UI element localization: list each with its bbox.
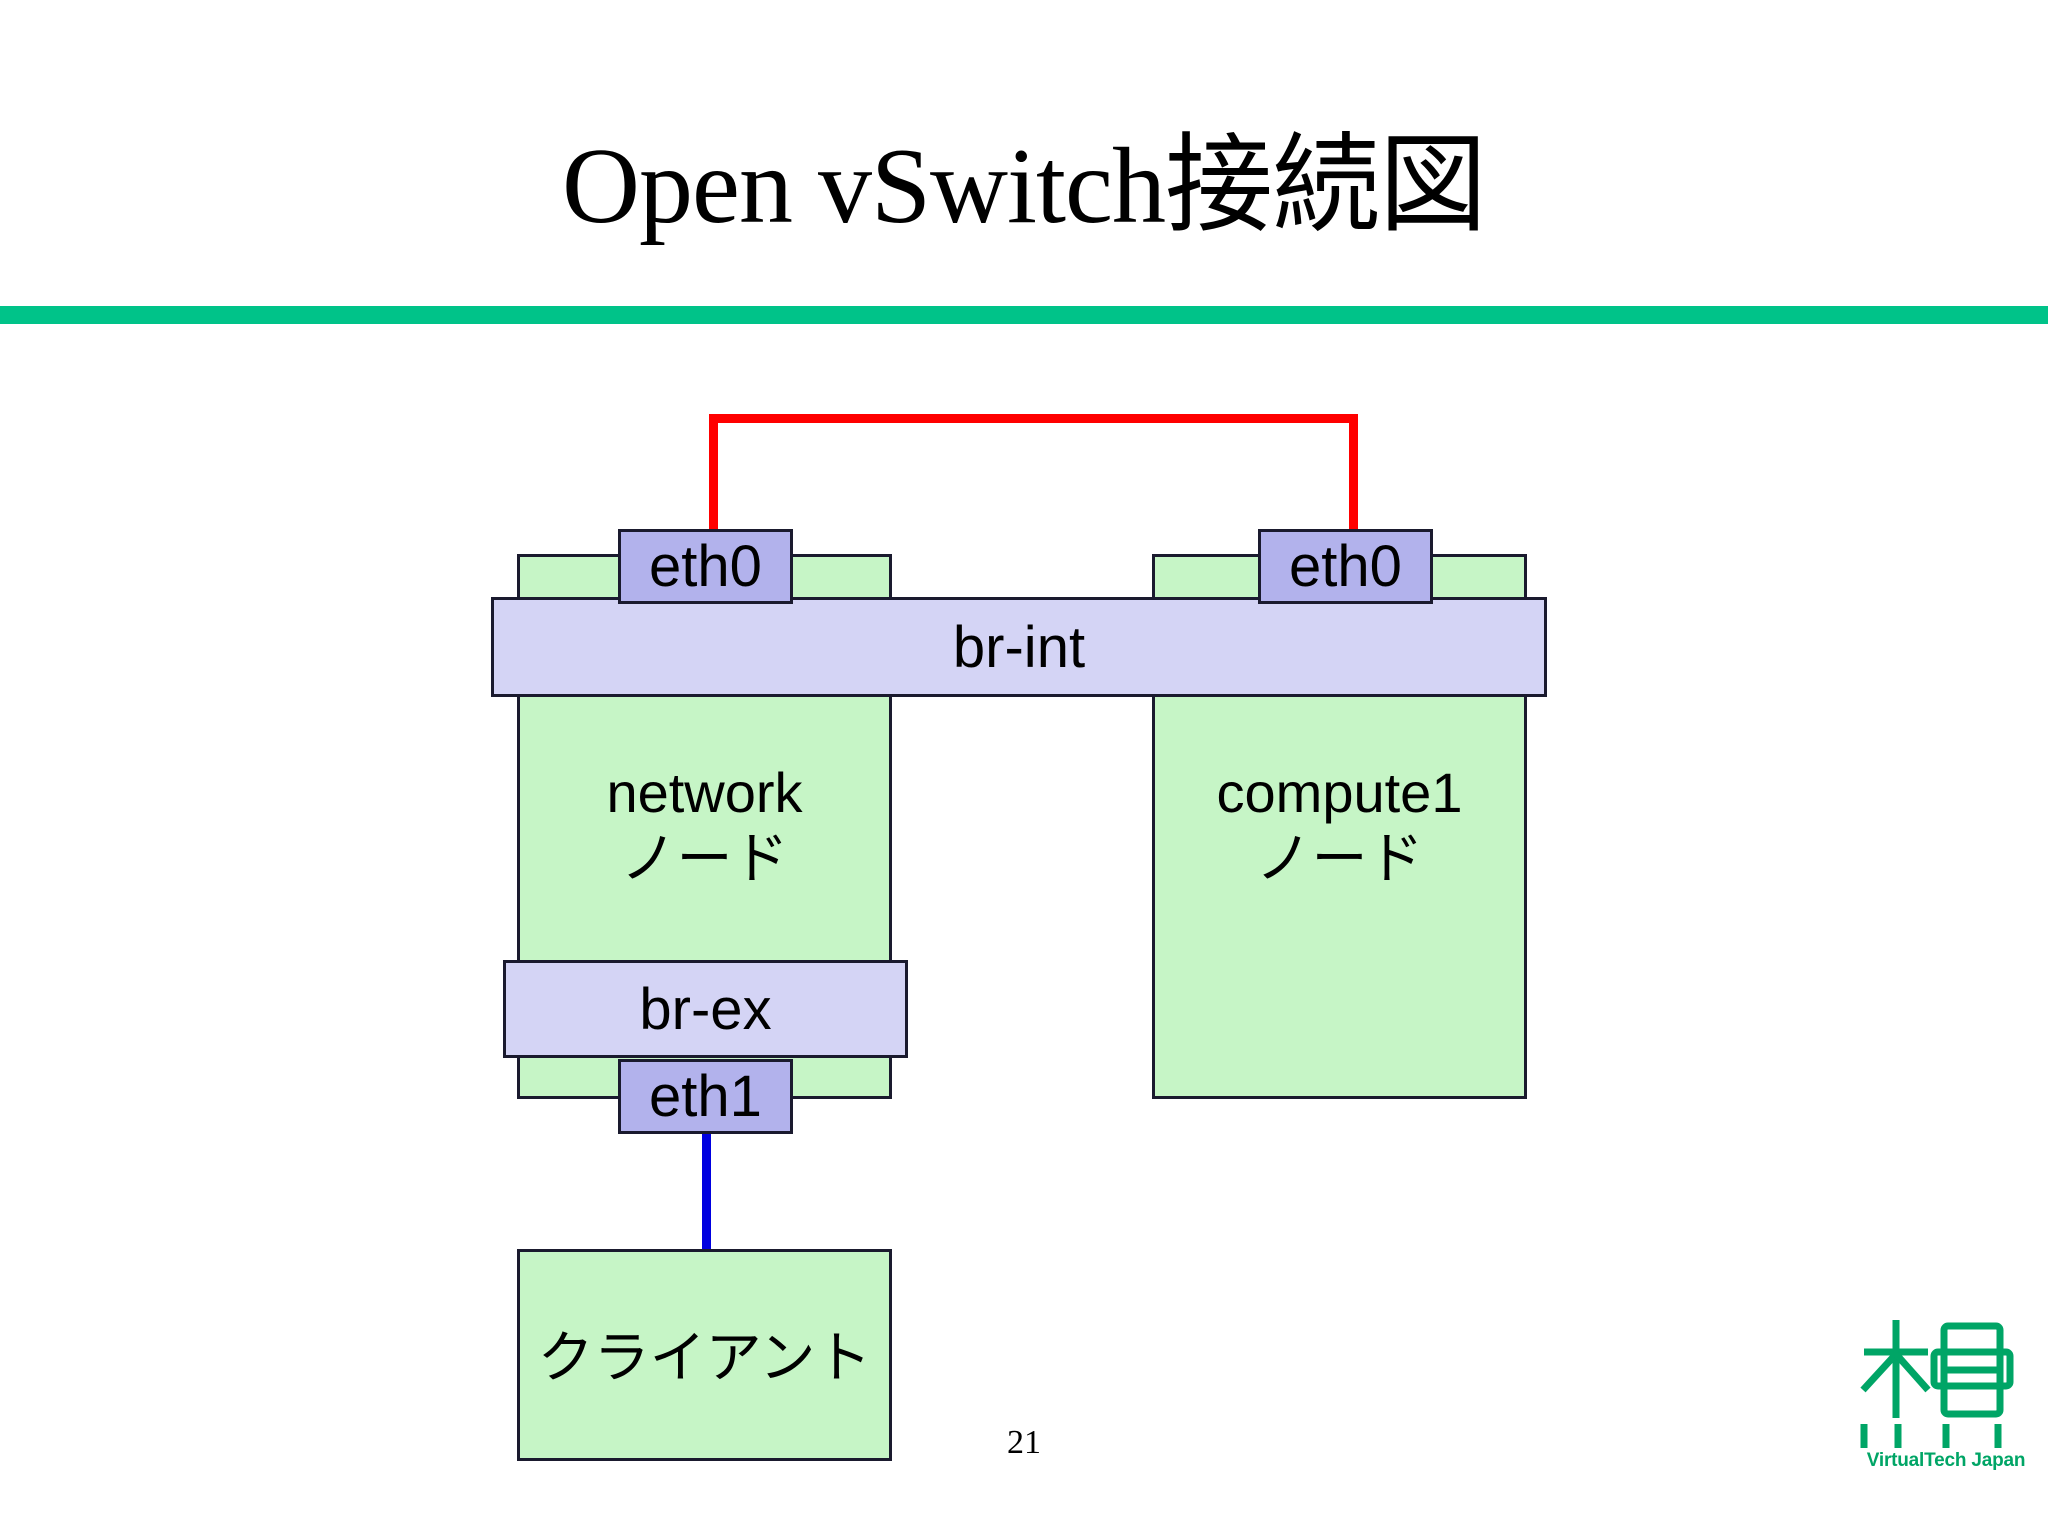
br-ex-label: br-ex — [639, 976, 772, 1042]
br-ex-bridge[interactable]: br-ex — [503, 960, 908, 1058]
logo-mark-icon — [1860, 1320, 2014, 1448]
title-divider — [0, 306, 2048, 324]
network-eth1-label: eth1 — [649, 1064, 762, 1129]
client-node-box[interactable] — [517, 1249, 892, 1461]
compute1-eth0-port[interactable]: eth0 — [1258, 529, 1433, 604]
network-node-label: network ノード — [606, 761, 803, 890]
page-number: 21 — [1007, 1424, 1041, 1461]
compute1-node-label: compute1 ノード — [1216, 761, 1463, 890]
link-eth0-to-eth0-right-leg — [1349, 414, 1358, 534]
virtualtech-japan-logo: VirtualTech Japan — [1858, 1298, 2034, 1488]
link-eth0-to-eth0-horizontal — [709, 414, 1021, 423]
logo-text: VirtualTech Japan — [1866, 1450, 2026, 1471]
compute1-eth0-label: eth0 — [1289, 534, 1402, 599]
link-eth0-to-eth0-left-leg — [709, 414, 718, 534]
link-eth1-to-client — [702, 1134, 711, 1251]
br-int-label: br-int — [952, 614, 1086, 680]
network-eth0-label: eth0 — [649, 534, 762, 599]
br-int-bridge[interactable]: br-int — [491, 597, 1547, 697]
network-eth1-port[interactable]: eth1 — [618, 1059, 793, 1134]
client-node-label: クライアント — [537, 1326, 872, 1389]
page-title: Open vSwitch接続図 — [562, 127, 1487, 246]
network-eth0-port[interactable]: eth0 — [618, 529, 793, 604]
link-eth0-to-eth0-horizontal-right — [1012, 414, 1358, 423]
